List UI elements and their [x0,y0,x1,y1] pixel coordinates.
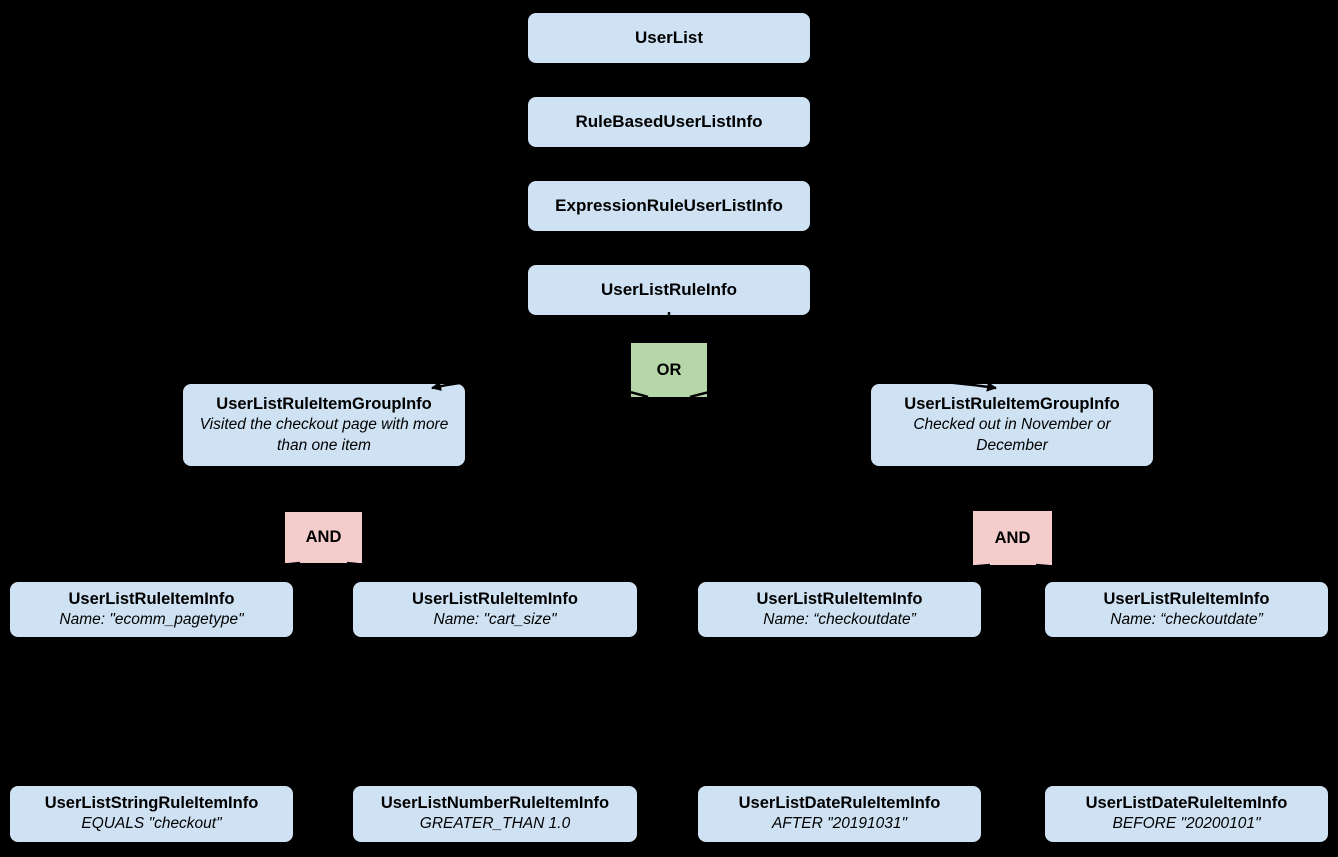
node-numberruleiteminfo-title: UserListNumberRuleItemInfo [380,794,610,813]
node-ruleitem-checkoutdate-right: UserListRuleItemInfo Name: “checkoutdate… [1045,582,1328,637]
node-dateruleiteminfo-before-title: UserListDateRuleItemInfo [1085,794,1288,813]
node-ruleitem-ecomm-pagetype-title: UserListRuleItemInfo [68,589,235,608]
node-group-right-title: UserListRuleItemGroupInfo [904,395,1120,414]
connector-and-left-to-item1 [154,561,301,583]
node-ruleitem-cart-size-caption: Name: "cart_size" [433,610,557,628]
node-stringruleiteminfo-caption: EQUALS "checkout" [81,815,222,833]
node-userlistruleinfo: UserListRuleInfo [528,265,810,315]
node-group-left-caption: Visited the checkout page with more than… [199,416,449,454]
operator-or: OR [631,343,707,397]
connector-group-left-to-and [318,465,329,508]
node-userlistruleinfo-label: UserListRuleInfo [600,280,738,300]
node-rulebaseduserlistinfo-label: RuleBasedUserListInfo [575,112,763,132]
operator-and-left: AND [285,512,362,563]
node-dateruleiteminfo-after-title: UserListDateRuleItemInfo [738,794,941,813]
node-ruleitem-cart-size: UserListRuleItemInfo Name: "cart_size" [353,582,637,637]
node-dateruleiteminfo-after-caption: AFTER "20191031" [771,815,908,833]
node-stringruleiteminfo-title: UserListStringRuleItemInfo [44,794,259,813]
node-dateruleiteminfo-after: UserListDateRuleItemInfo AFTER "20191031… [698,786,981,842]
node-ruleitem-cart-size-title: UserListRuleItemInfo [412,589,578,608]
connector-and-right-to-item4 [1035,563,1183,583]
node-ruleitem-checkoutdate-left-caption: Name: “checkoutdate” [763,610,916,628]
node-stringruleiteminfo: UserListStringRuleItemInfo EQUALS "check… [10,786,293,842]
node-expressionruleuserlistinfo: ExpressionRuleUserListInfo [528,181,810,231]
node-ruleitem-ecomm-pagetype: UserListRuleItemInfo Name: "ecomm_pagety… [10,582,293,637]
node-ruleitem-checkoutdate-right-caption: Name: “checkoutdate” [1110,610,1263,628]
connector-group-right-to-and [1007,465,1018,507]
node-group-right: UserListRuleItemGroupInfo Checked out in… [871,384,1153,466]
node-ruleitem-checkoutdate-right-title: UserListRuleItemInfo [1103,589,1270,608]
node-userlist-label: UserList [634,28,704,48]
node-group-left: UserListRuleItemGroupInfo Visited the ch… [183,384,465,466]
node-ruleitem-ecomm-pagetype-caption: Name: "ecomm_pagetype" [59,610,244,628]
node-numberruleiteminfo-caption: GREATER_THAN 1.0 [419,815,571,833]
node-ruleitem-checkoutdate-left: UserListRuleItemInfo Name: “checkoutdate… [698,582,981,637]
connector-and-right-to-item3 [842,563,991,583]
node-userlist: UserList [528,13,810,63]
node-group-left-title: UserListRuleItemGroupInfo [216,395,432,414]
node-group-right-caption: Checked out in November or December [913,416,1111,454]
connector-and-left-to-item2 [346,561,492,583]
node-dateruleiteminfo-before-caption: BEFORE "20200101" [1112,815,1261,833]
operator-and-right: AND [973,511,1052,565]
node-ruleitem-checkoutdate-left-title: UserListRuleItemInfo [756,589,923,608]
node-rulebaseduserlistinfo: RuleBasedUserListInfo [528,97,810,147]
node-expressionruleuserlistinfo-label: ExpressionRuleUserListInfo [555,196,783,216]
node-dateruleiteminfo-before: UserListDateRuleItemInfo BEFORE "2020010… [1045,786,1328,842]
node-numberruleiteminfo: UserListNumberRuleItemInfo GREATER_THAN … [353,786,637,842]
